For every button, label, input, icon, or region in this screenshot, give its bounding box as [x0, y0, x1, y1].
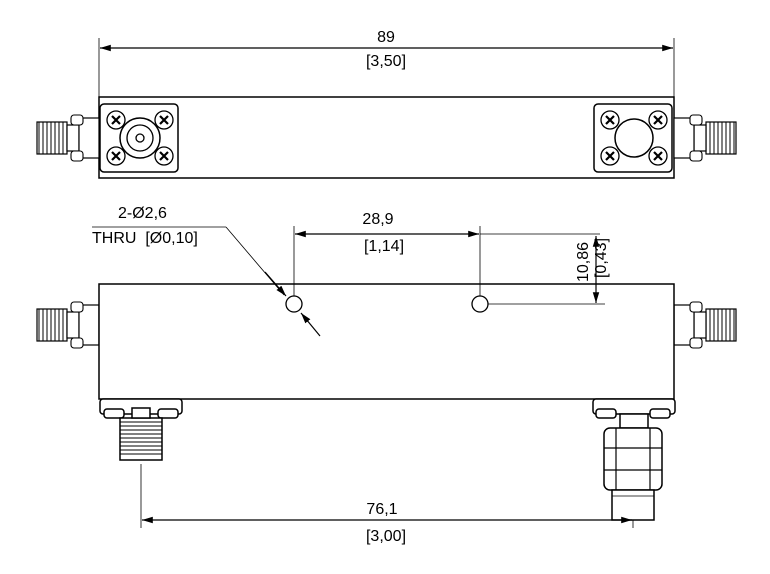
hole-offset-in: [0,43] [593, 238, 610, 278]
mounting-hole-right [471, 295, 489, 313]
overall-length-mm: 89 [377, 29, 395, 46]
right-connector-face [614, 118, 654, 158]
hole-callout-line2: THRU [Ø0,10] [92, 230, 198, 247]
hole-spacing-in: [1,14] [364, 238, 404, 255]
overall-length-in: [3,50] [366, 53, 406, 70]
top-view-body [98, 96, 675, 179]
mounting-hole-left [285, 295, 303, 313]
side-view-body [98, 283, 675, 400]
side-view: 2-Ø2,6 THRU [Ø0,10] 28,9 [1,14] 10,86 [0… [36, 205, 737, 545]
hole-spacing-mm: 28,9 [362, 211, 393, 228]
hole-callout-line1: 2-Ø2,6 [118, 205, 167, 222]
connector-spacing-in: [3,00] [366, 528, 406, 545]
top-view: 89 [3,50] [36, 29, 737, 179]
bottom-right-connector [603, 427, 663, 491]
connector-spacing-mm: 76,1 [366, 501, 397, 518]
hole-offset-mm: 10,86 [575, 242, 592, 282]
